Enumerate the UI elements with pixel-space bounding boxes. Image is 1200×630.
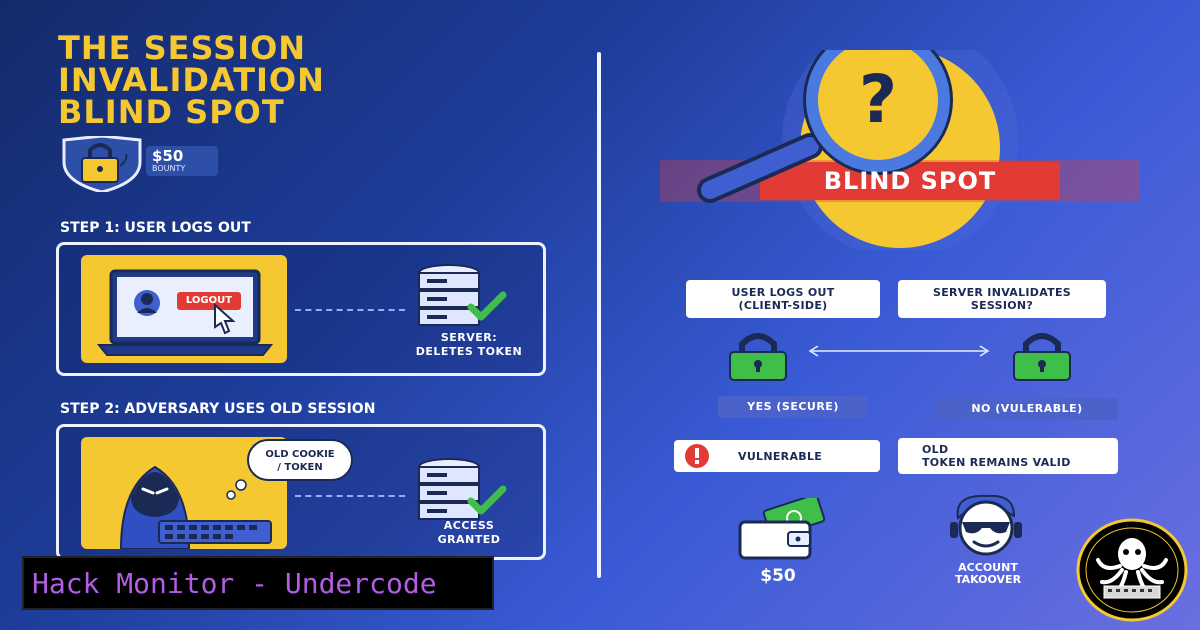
lock-icon	[1013, 333, 1071, 381]
server-invalidates-line-1: SERVER INVALIDATES	[932, 286, 1072, 299]
step-2-panel: OLD COOKIE / TOKEN ACCESS GRANTED	[56, 424, 546, 560]
bounty-badge: $50 BOUNTY	[146, 146, 218, 176]
bubble-line-2: / TOKEN	[277, 462, 323, 473]
vertical-divider	[597, 52, 601, 578]
title-line-2: INVALIDATION	[58, 61, 325, 99]
double-arrow-icon	[808, 345, 990, 357]
account-takeover-label: ACCOUNT TAKOOVER	[930, 562, 1046, 586]
token-valid-line-2: TOKEN REMAINS VALID	[922, 456, 1071, 469]
lock-icon	[729, 333, 787, 381]
vulnerable-text: VULNERABLE	[738, 449, 823, 463]
takeover-line-2: TAKOOVER	[954, 573, 1022, 586]
bounty-label: BOUNTY	[152, 164, 186, 173]
server-caption-line-2: DELETES TOKEN	[415, 345, 523, 358]
server-invalidates-line-2: SESSION?	[970, 299, 1034, 312]
magnifier-question-icon: ?	[660, 50, 1140, 250]
thought-bubble: OLD COOKIE / TOKEN	[247, 439, 353, 481]
secure-pill: YES (SECURE)	[718, 396, 868, 418]
server-caption: SERVER: DELETES TOKEN	[399, 331, 539, 359]
step-1-illustration: LOGOUT	[81, 255, 287, 363]
bounty-amount: $50	[152, 147, 184, 165]
shield-lock-icon	[62, 136, 142, 192]
reward-amount: $50	[760, 566, 796, 586]
server-check-icon	[418, 458, 507, 520]
step-2-illustration	[81, 437, 287, 550]
server-caption-line-1: SERVER:	[440, 331, 498, 344]
flow-arrow	[295, 495, 405, 497]
title-line-1: THE SESSION	[58, 29, 307, 67]
title-line-3: BLIND SPOT	[58, 93, 285, 131]
step-1-label: STEP 1: USER LOGS OUT	[60, 220, 251, 236]
logout-button[interactable]: LOGOUT	[185, 295, 233, 306]
masked-face-icon	[950, 494, 1022, 556]
client-logout-line-1: USER LOGS OUT	[731, 286, 835, 299]
laptop-icon	[96, 269, 274, 356]
server-caption-line-1: ACCESS	[443, 519, 495, 532]
brand-footer: Hack Monitor - Undercode	[22, 556, 494, 610]
svg-text:?: ?	[859, 61, 897, 138]
octopus-logo	[1076, 518, 1188, 622]
vulnerable-pill: NO (VULERABLE)	[936, 398, 1118, 420]
token-valid-box: OLD TOKEN REMAINS VALID	[898, 438, 1118, 474]
client-logout-line-2: (CLIENT-SIDE)	[738, 299, 828, 312]
brand-text: Hack Monitor - Undercode	[32, 566, 437, 600]
step-1-panel: LOGOUT SERVER: DELETES TOKEN	[56, 242, 546, 376]
flow-arrow	[295, 309, 405, 311]
server-caption: ACCESS GRANTED	[399, 519, 539, 547]
page-title: THE SESSION INVALIDATION BLIND SPOT	[58, 32, 528, 128]
client-logout-box: USER LOGS OUT (CLIENT-SIDE)	[686, 280, 880, 318]
server-invalidates-box: SERVER INVALIDATES SESSION?	[898, 280, 1106, 318]
wallet-money-icon	[738, 498, 826, 560]
takeover-line-1: ACCOUNT	[958, 561, 1018, 574]
hacker-icon	[119, 465, 272, 550]
server-caption-line-2: GRANTED	[437, 533, 501, 546]
vulnerable-alert: VULNERABLE	[674, 440, 880, 472]
bubble-line-1: OLD COOKIE	[265, 449, 335, 460]
token-valid-line-1: OLD	[922, 443, 949, 456]
blind-spot-banner: BLIND SPOT	[823, 167, 997, 195]
step-2-label: STEP 2: ADVERSARY USES OLD SESSION	[60, 401, 376, 417]
server-check-icon	[418, 264, 507, 326]
warning-icon	[685, 444, 709, 468]
